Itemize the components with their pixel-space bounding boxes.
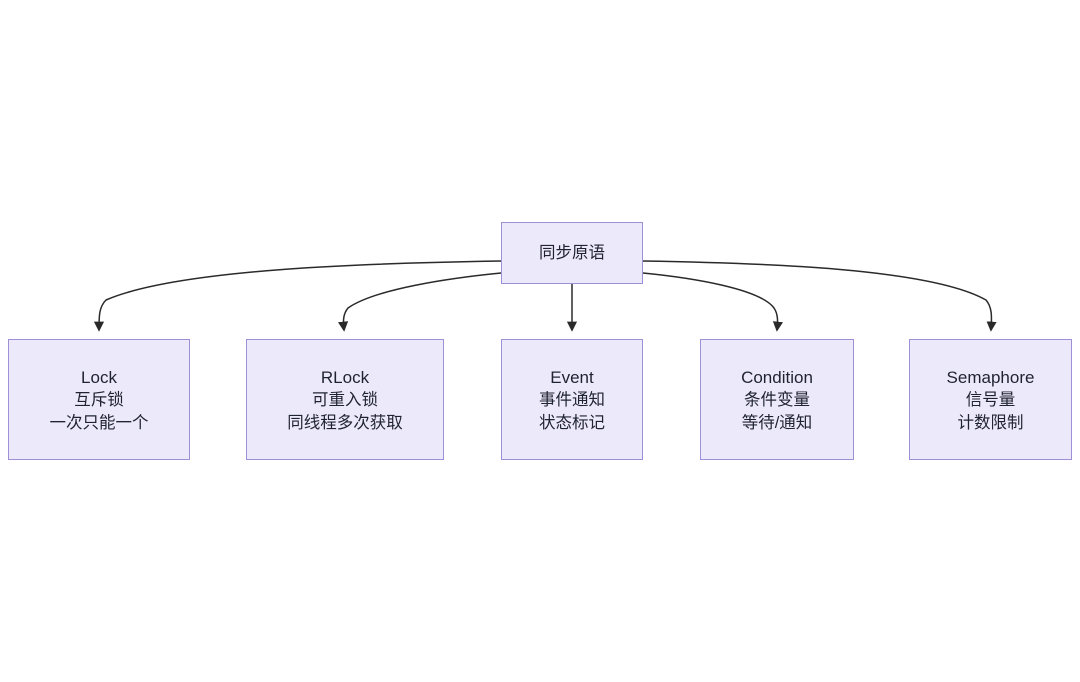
node-lock-detail: 一次只能一个 (49, 414, 149, 433)
node-condition-detail: 等待/通知 (741, 414, 813, 433)
edge-root-rlock (338, 272, 502, 332)
node-rlock-title: RLock (320, 368, 370, 387)
node-root[interactable]: 同步原语 (501, 222, 643, 284)
node-semaphore-title: Semaphore (946, 368, 1035, 387)
edge-root-condition (642, 272, 783, 332)
node-condition-subtitle: 条件变量 (744, 391, 810, 410)
node-event[interactable]: Event 事件通知 状态标记 (501, 339, 643, 460)
edge-root-semaphore (642, 260, 997, 332)
node-event-title: Event (550, 368, 594, 387)
node-condition-title: Condition (741, 368, 813, 387)
node-semaphore-detail: 计数限制 (957, 414, 1024, 433)
node-rlock[interactable]: RLock 可重入锁 同线程多次获取 (246, 339, 444, 460)
node-root-label: 同步原语 (539, 243, 605, 262)
node-rlock-subtitle: 可重入锁 (312, 391, 378, 410)
node-semaphore[interactable]: Semaphore 信号量 计数限制 (909, 339, 1072, 460)
node-condition[interactable]: Condition 条件变量 等待/通知 (700, 339, 854, 460)
node-lock-title: Lock (81, 368, 117, 387)
edge-root-lock (93, 260, 502, 332)
node-semaphore-subtitle: 信号量 (965, 391, 1016, 410)
node-event-detail: 状态标记 (539, 414, 605, 433)
node-lock[interactable]: Lock 互斥锁 一次只能一个 (8, 339, 190, 460)
node-event-subtitle: 事件通知 (539, 391, 605, 410)
node-rlock-detail: 同线程多次获取 (287, 414, 403, 433)
node-lock-subtitle: 互斥锁 (74, 391, 124, 410)
